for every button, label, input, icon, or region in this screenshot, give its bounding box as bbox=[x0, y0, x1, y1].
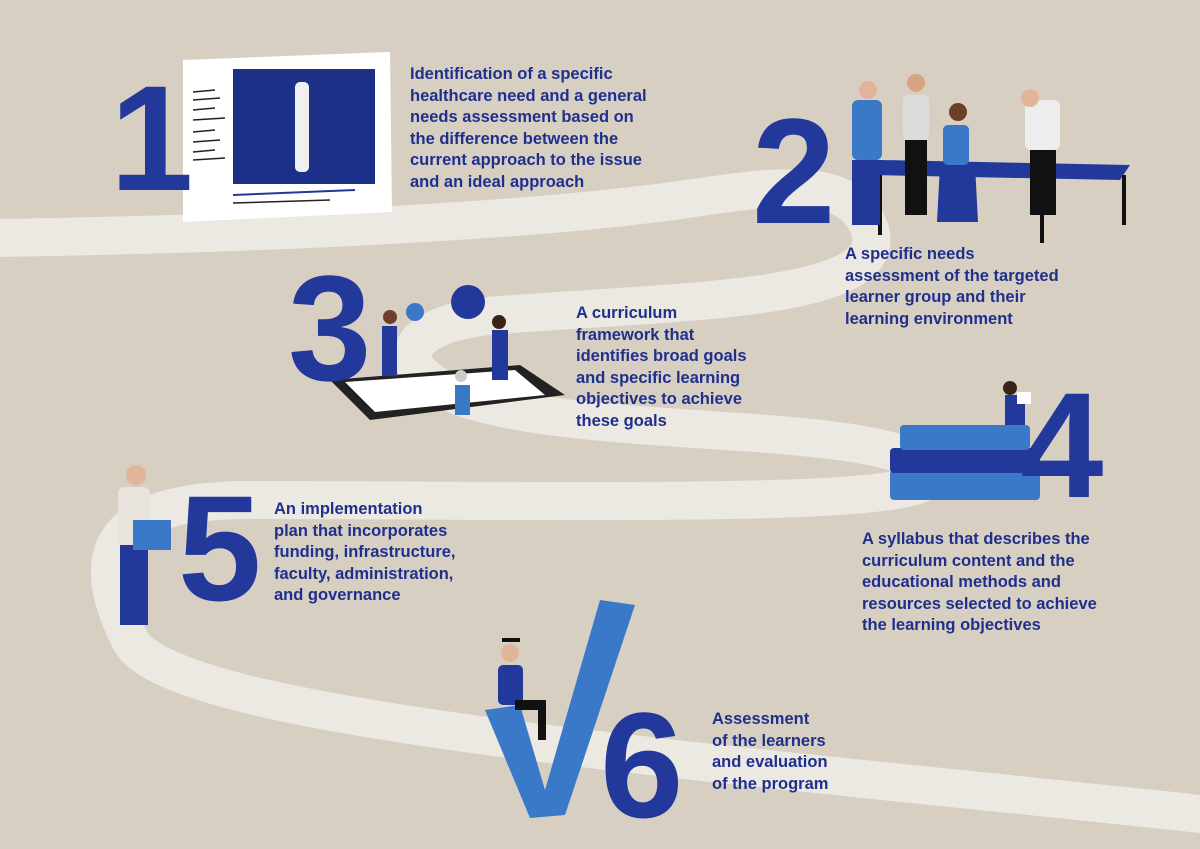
winding-path bbox=[0, 169, 1200, 834]
step-1-text: Identification of a specific healthcare … bbox=[410, 65, 647, 191]
step-3-number: 3 bbox=[288, 244, 372, 412]
step-2-number: 2 bbox=[752, 87, 836, 255]
step-6-number: 6 bbox=[600, 681, 684, 849]
team-table-icon bbox=[852, 74, 1130, 243]
step-2-text: A specific needs assessment of the targe… bbox=[845, 245, 1059, 328]
checkmark-graduate-icon bbox=[485, 600, 635, 818]
person-folder-icon bbox=[118, 465, 171, 625]
xray-document-icon bbox=[183, 52, 392, 222]
step-6-text: Assessment of the learners and evaluatio… bbox=[712, 710, 829, 793]
step-3-text: A curriculum framework that identifies b… bbox=[576, 304, 747, 430]
step-1-number: 1 bbox=[110, 54, 194, 222]
step-4-text: A syllabus that describes the curriculum… bbox=[862, 530, 1097, 634]
step-5-number: 5 bbox=[178, 464, 262, 632]
tablet-people-icon bbox=[330, 285, 565, 420]
step-4-number: 4 bbox=[1020, 361, 1104, 529]
books-icon bbox=[890, 381, 1040, 500]
step-5-text: An implementation plan that incorporates… bbox=[274, 500, 456, 604]
